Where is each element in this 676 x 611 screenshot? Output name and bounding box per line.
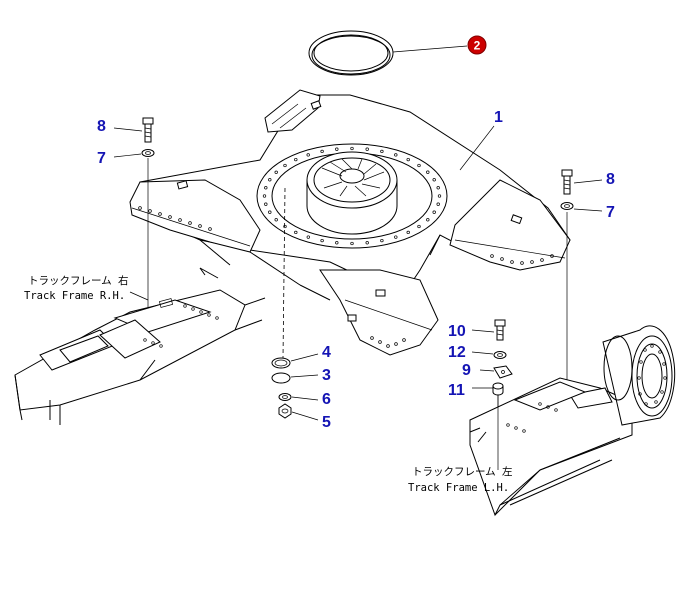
callout-1[interactable]: 1 (494, 109, 503, 126)
ring-bolt-hole (274, 170, 278, 174)
ring-bolt-hole (436, 202, 440, 206)
bushing-part-11[interactable] (492, 382, 504, 396)
ring-bolt-hole (380, 238, 384, 243)
ring-bolt-hole (432, 210, 436, 214)
ring-bolt-hole (365, 147, 369, 151)
bolt-part-right[interactable] (561, 169, 573, 195)
callout-8-left[interactable]: 8 (97, 118, 106, 135)
ring-bolt-hole (283, 224, 287, 229)
callout-2-number: 2 (474, 39, 481, 53)
callout-7-right[interactable]: 7 (606, 204, 615, 221)
ring-bolt-hole (264, 202, 268, 206)
spacer-part[interactable] (271, 372, 291, 384)
ring-bolt-hole (264, 186, 268, 190)
ring-bolt-hole (306, 235, 310, 239)
track-frame-lh-part[interactable] (469, 325, 676, 517)
callout-11[interactable]: 11 (448, 382, 465, 399)
callout-4[interactable]: 4 (322, 344, 331, 361)
ring-bolt-hole (406, 230, 410, 235)
track-frame-lh-label-jp: トラックフレーム 左 (412, 465, 513, 478)
ring-bolt-hole (432, 178, 436, 182)
seal-ring-part[interactable] (308, 30, 394, 76)
ring-bolt-hole (365, 241, 369, 245)
ring-bolt-hole (306, 153, 310, 157)
snap-ring-part[interactable] (271, 357, 291, 369)
ring-bolt-hole (262, 194, 267, 198)
callout-6[interactable]: 6 (322, 391, 331, 408)
ring-bolt-hole (268, 210, 272, 214)
ring-bolt-hole (283, 163, 287, 168)
ring-bolt-hole (294, 230, 298, 235)
washer-part-12[interactable] (493, 351, 507, 359)
track-frame-rh-part[interactable] (14, 267, 266, 425)
ring-bolt-hole (268, 178, 272, 182)
callout-12[interactable]: 12 (448, 344, 466, 361)
callout-9[interactable]: 9 (462, 362, 471, 379)
callout-5[interactable]: 5 (322, 414, 331, 431)
ring-bolt-hole (350, 241, 354, 246)
ring-bolt-hole (320, 149, 324, 154)
ring-bolt-hole (426, 218, 430, 222)
track-frame-rh-label-en: Track Frame R.H. (24, 290, 125, 302)
leader-line-1 (459, 125, 495, 171)
revolving-frame-part[interactable] (129, 89, 571, 356)
callout-10[interactable]: 10 (448, 323, 466, 340)
leader-line-2 (392, 45, 468, 53)
callout-3[interactable]: 3 (322, 367, 331, 384)
ring-bolt-hole (436, 186, 440, 190)
callout-7-left[interactable]: 7 (97, 150, 106, 167)
ring-bolt-hole (320, 238, 324, 243)
washer-part-center[interactable] (278, 393, 292, 401)
ring-bolt-hole (394, 153, 398, 157)
ring-bolt-hole (426, 170, 430, 174)
ring-bolt-hole (380, 149, 384, 154)
track-frame-lh-label-en: Track Frame L.H. (408, 482, 509, 494)
callout-8-right[interactable]: 8 (606, 171, 615, 188)
ring-bolt-hole (437, 194, 442, 198)
leader-line-rh (129, 291, 149, 301)
ring-bolt-hole (335, 147, 339, 151)
washer-part-left[interactable] (141, 149, 155, 157)
nut-part[interactable] (278, 403, 292, 419)
ring-bolt-hole (417, 163, 421, 168)
callout-2[interactable]: 2 (467, 35, 487, 55)
ring-bolt-hole (350, 146, 354, 151)
ring-bolt-hole (294, 157, 298, 162)
ring-bolt-hole (394, 235, 398, 239)
bolt-part-left[interactable] (142, 117, 154, 143)
track-frame-rh-label-jp: トラックフレーム 右 (28, 274, 129, 287)
ring-bolt-hole (335, 241, 339, 245)
center-axis-line (282, 187, 286, 359)
ring-bolt-hole (406, 157, 410, 162)
washer-part-right[interactable] (560, 202, 574, 210)
ring-bolt-hole (417, 224, 421, 229)
ring-bolt-hole (274, 218, 278, 222)
plate-part-9[interactable] (493, 365, 513, 379)
bolt-part-10[interactable] (494, 319, 506, 341)
